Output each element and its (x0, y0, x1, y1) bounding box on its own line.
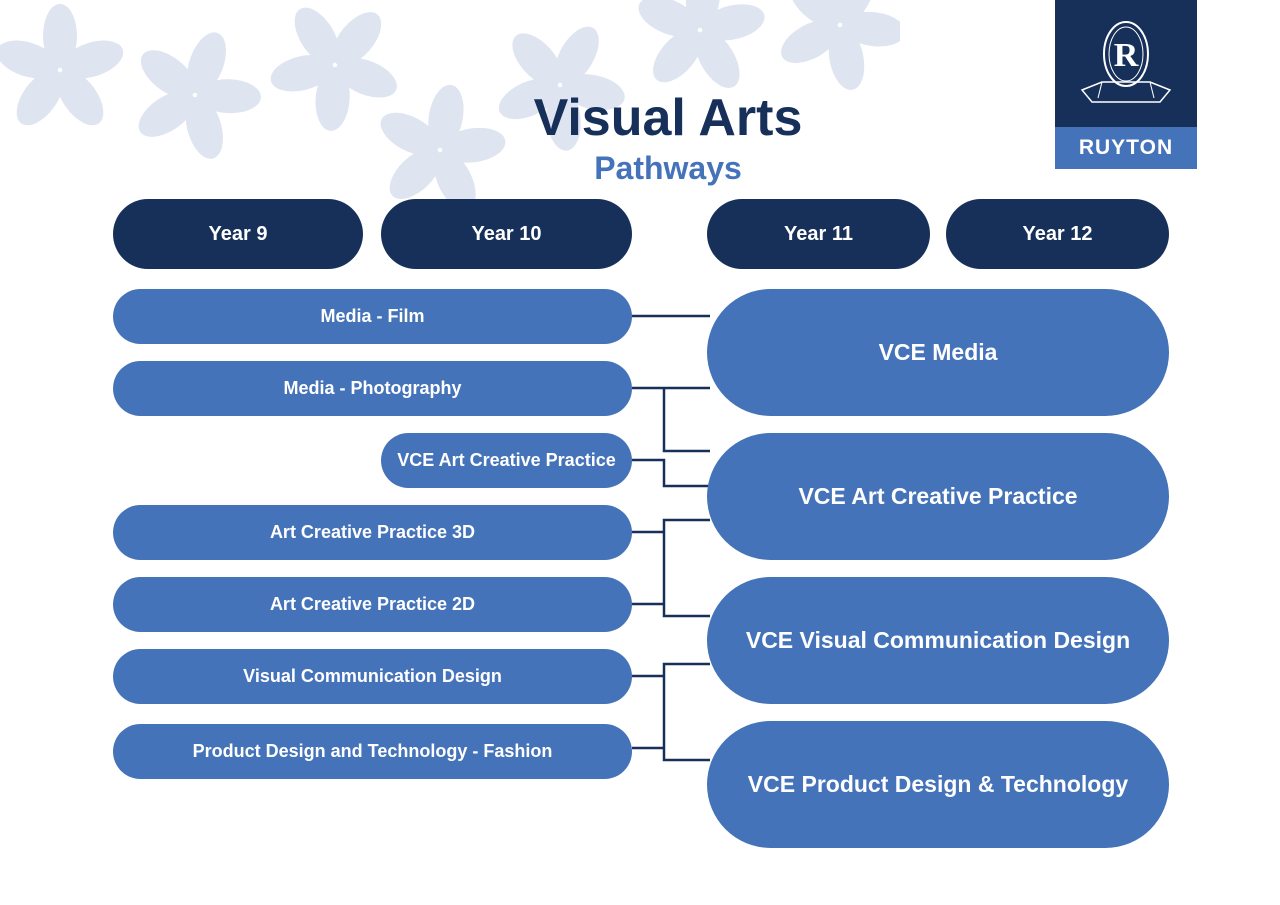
connector-design (632, 662, 710, 762)
elective-art-creative-practice-2d: Art Creative Practice 2D (113, 577, 632, 632)
connector-photography (632, 386, 710, 453)
connector-vce-art-practice (632, 458, 710, 488)
vce-visual-communication-design: VCE Visual Communication Design (707, 577, 1169, 704)
elective-media-film: Media - Film (113, 289, 632, 344)
year-11-header: Year 11 (707, 199, 930, 269)
ruyton-wordmark: RUYTON (1055, 127, 1197, 169)
elective-vce-art-creative-practice: VCE Art Creative Practice (381, 433, 632, 488)
elective-art-creative-practice-3d: Art Creative Practice 3D (113, 505, 632, 560)
connector-art-practice (632, 518, 710, 618)
school-crest-icon: R (1080, 21, 1172, 103)
page-title: Visual Arts (533, 89, 803, 147)
vce-media: VCE Media (707, 289, 1169, 416)
elective-product-design-fashion: Product Design and Technology - Fashion (113, 724, 632, 779)
crest-letter: R (1114, 37, 1139, 74)
year-10-header: Year 10 (381, 199, 632, 269)
elective-media-photography: Media - Photography (113, 361, 632, 416)
year-12-header: Year 12 (946, 199, 1169, 269)
year-9-header: Year 9 (113, 199, 363, 269)
page-subtitle: Pathways (594, 150, 742, 186)
vce-art-creative-practice: VCE Art Creative Practice (707, 433, 1169, 560)
ruyton-logo: R RUYTON (1055, 0, 1197, 169)
vce-product-design-technology: VCE Product Design & Technology (707, 721, 1169, 848)
elective-visual-communication-design: Visual Communication Design (113, 649, 632, 704)
